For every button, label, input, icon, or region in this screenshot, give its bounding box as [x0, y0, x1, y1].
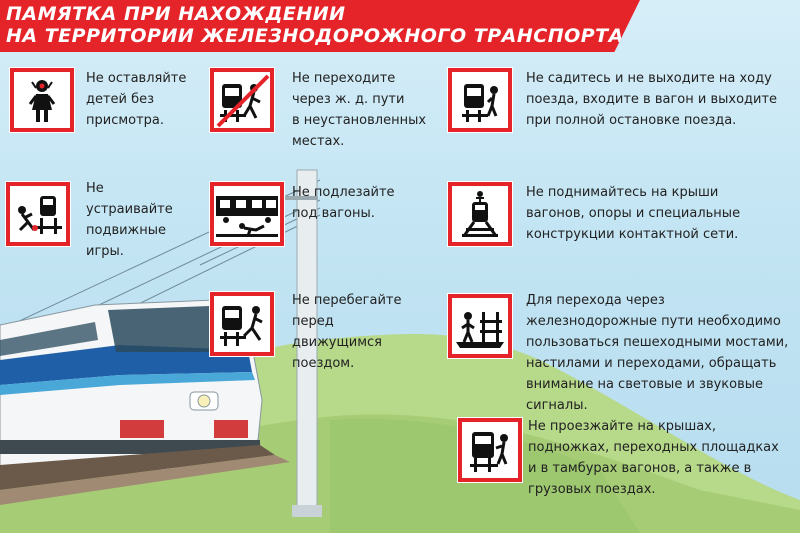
- rule-text-line: Не перебегайте: [292, 293, 402, 308]
- rule-text-line: поезда, входите в вагон и выходите: [526, 92, 778, 107]
- rule-use-crossings: Для перехода через железнодорожные пути …: [526, 290, 800, 416]
- rule-text-line: при полной остановке поезда.: [526, 113, 737, 128]
- rule-text-line: перед: [292, 314, 334, 329]
- rule-text-line: Не: [86, 181, 104, 196]
- rule-text-line: под вагоны.: [292, 206, 375, 221]
- catenary-pole: [270, 169, 322, 517]
- rule-text-line: Не подлезайте: [292, 185, 395, 200]
- rule-text-line: устраивайте: [86, 202, 173, 217]
- rule-board-when-stopped: Не садитесь и не выходите на ходу поезда…: [526, 68, 798, 131]
- rule-text-line: через ж. д. пути: [292, 92, 405, 107]
- rule-text-line: поездом.: [292, 356, 355, 371]
- rule-text-line: грузовых поездах.: [528, 482, 656, 497]
- rule-no-crossing-unauthorized: Не переходите через ж. д. пути в неустан…: [292, 68, 442, 152]
- rule-text-line: детей без: [86, 92, 155, 107]
- title-line-2: НА ТЕРРИТОРИИ ЖЕЛЕЗНОДОРОЖНОГО ТРАНСПОРТ…: [6, 25, 624, 47]
- rule-text-line: сигналы.: [526, 398, 588, 413]
- rule-text-line: Не оставляйте: [86, 71, 187, 86]
- climbing-icon: [448, 182, 512, 246]
- train: [0, 299, 290, 505]
- rule-text-line: подвижные: [86, 223, 167, 238]
- rule-text-line: конструкции контактной сети.: [526, 227, 739, 242]
- rule-no-climbing-roofs: Не поднимайтесь на крыши вагонов, опоры …: [526, 182, 786, 245]
- no-crossing-icon: [210, 68, 274, 132]
- rule-text-line: железнодорожные пути необходимо: [526, 314, 781, 329]
- rule-text-line: подножках, переходных площадках: [528, 440, 779, 455]
- rule-no-running-before-train: Не перебегайте перед движущимся поездом.: [292, 290, 422, 374]
- rule-text-line: и в тамбурах вагонов, а также в: [528, 461, 752, 476]
- rule-text-line: вагонов, опоры и специальные: [526, 206, 741, 221]
- boarding-icon: [448, 68, 512, 132]
- rule-text-line: внимание на световые и звуковые: [526, 377, 764, 392]
- rule-no-games: Не устраивайте подвижные игры.: [86, 178, 186, 262]
- crawl-under-icon: [210, 182, 284, 246]
- running-icon: [210, 292, 274, 356]
- child-icon: [10, 68, 74, 132]
- rule-no-under-wagons: Не подлезайте под вагоны.: [292, 182, 422, 224]
- rule-text-line: настилами и переходами, обращать: [526, 356, 777, 371]
- rule-text-line: движущимся: [292, 335, 382, 350]
- rule-no-riding-outside: Не проезжайте на крышах, подножках, пере…: [528, 416, 800, 500]
- rule-text-line: в неустановленных: [292, 113, 427, 128]
- title-line-1: ПАМЯТКА ПРИ НАХОЖДЕНИИ: [6, 3, 346, 25]
- rule-text-line: Не переходите: [292, 71, 396, 86]
- rule-text-line: Не поднимайтесь на крыши: [526, 185, 719, 200]
- rule-text-line: пользоваться пешеходными мостами,: [526, 335, 789, 350]
- rule-text-line: Не садитесь и не выходите на ходу: [526, 71, 772, 86]
- rule-text-line: Для перехода через: [526, 293, 665, 308]
- rule-text-line: Не проезжайте на крышах,: [528, 419, 717, 434]
- playing-icon: [6, 182, 70, 246]
- pedestrian-bridge-icon: [448, 294, 512, 358]
- rule-text-line: местах.: [292, 134, 345, 149]
- rule-no-unattended-children: Не оставляйте детей без присмотра.: [86, 68, 196, 131]
- rule-text-line: присмотра.: [86, 113, 165, 128]
- title-banner: ПАМЯТКА ПРИ НАХОЖДЕНИИ НА ТЕРРИТОРИИ ЖЕЛ…: [0, 0, 640, 52]
- rule-text-line: игры.: [86, 244, 124, 259]
- riding-outside-icon: [458, 418, 522, 482]
